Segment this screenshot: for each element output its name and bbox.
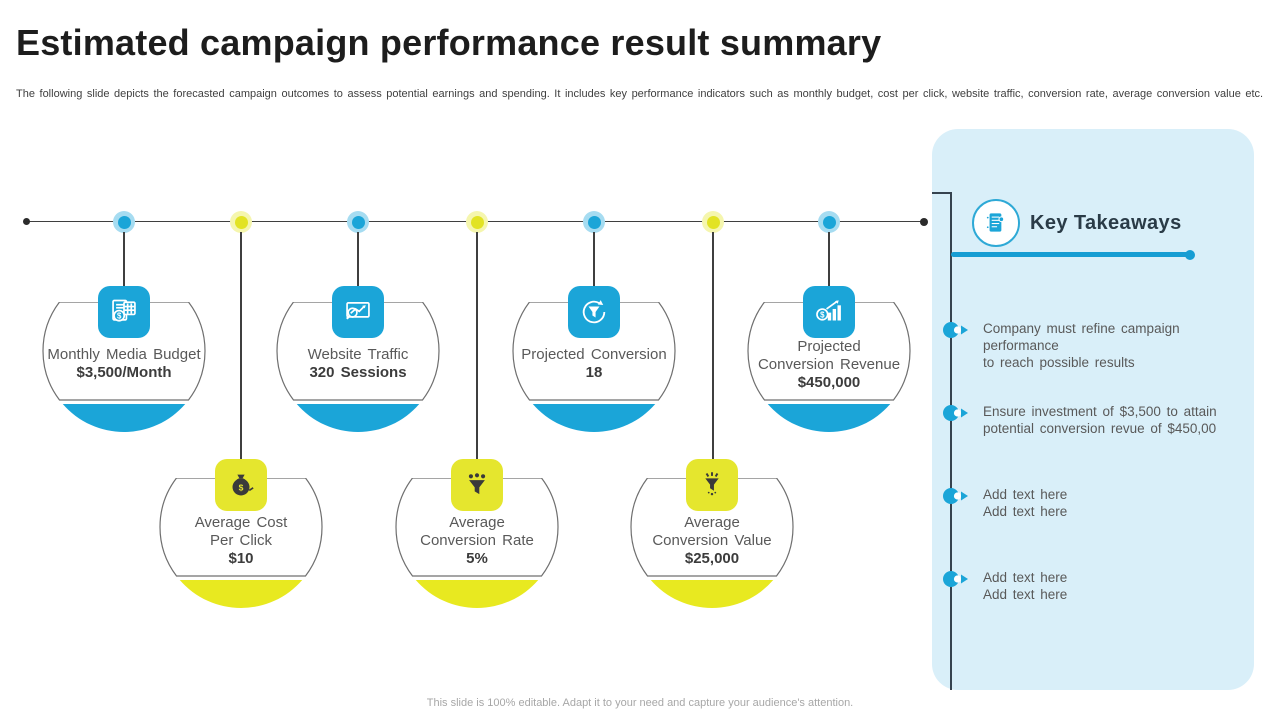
connector-line: [123, 232, 125, 287]
value-funnel-icon: [686, 459, 738, 511]
node-circle-shape: [395, 478, 559, 608]
node-circle-shape: [276, 302, 440, 432]
svg-text:$: $: [239, 483, 244, 493]
marker-core: [470, 215, 484, 229]
takeaway-bullet-4[interactable]: Add text here Add text here: [983, 569, 1258, 603]
marker-core: [234, 215, 248, 229]
kpi-text: Average Cost Per Click $10: [156, 514, 326, 568]
svg-text:$: $: [820, 310, 825, 319]
connector-line: [828, 232, 830, 287]
timeline-end-dot: [920, 217, 928, 226]
bullet-arrow-icon: [943, 322, 968, 338]
svg-text:$: $: [117, 312, 122, 321]
kpi-node-website-traffic: Website Traffic 320 Sessions: [273, 286, 443, 436]
bullet-line[interactable]: Add text here: [983, 570, 1068, 585]
bullet-line: Ensure investment of $3,500 to attain: [983, 404, 1217, 419]
kpi-value: $3,500/Month: [76, 364, 172, 381]
node-circle-shape: [630, 478, 794, 608]
kpi-text: Average Conversion Rate 5%: [392, 514, 562, 568]
bullet-line[interactable]: Add text here: [983, 587, 1068, 602]
timeline-marker-6: [702, 211, 724, 233]
heading-underline-dot: [1185, 249, 1195, 260]
kpi-node-average-conversion-rate: Average Conversion Rate 5%: [392, 459, 562, 611]
timeline-start-dot: [23, 218, 30, 225]
kpi-node-projected-conversion: Projected Conversion 18: [509, 286, 679, 436]
invoice-calculator-icon: $: [98, 286, 150, 338]
revenue-chart-icon: $: [803, 286, 855, 338]
kpi-label: Monthly Media Budget: [47, 346, 201, 363]
takeaway-bullet-2: Ensure investment of $3,500 to attain po…: [983, 403, 1258, 437]
traffic-analysis-icon: [332, 286, 384, 338]
kpi-value: 5%: [466, 550, 488, 567]
node-circle-shape: [159, 478, 323, 608]
bullet-line: Company must refine campaign performance: [983, 321, 1180, 353]
connector-line: [240, 232, 242, 460]
kpi-node-average-conversion-value: Average Conversion Value $25,000: [627, 459, 797, 611]
kpi-text: Projected Conversion Revenue $450,000: [744, 338, 914, 392]
node-circle-shape: [512, 302, 676, 432]
kpi-text: Website Traffic 320 Sessions: [273, 346, 443, 382]
bullet-line: potential conversion revue of $450,00: [983, 421, 1217, 436]
money-bag-icon: $: [215, 459, 267, 511]
kpi-value: $25,000: [684, 550, 740, 567]
takeaway-bullet-3[interactable]: Add text here Add text here: [983, 486, 1258, 520]
kpi-value: 18: [585, 364, 603, 381]
kpi-label: Per Click: [209, 532, 272, 549]
conversion-funnel-icon: [568, 286, 620, 338]
page-title: Estimated campaign performance result su…: [16, 22, 882, 63]
leads-funnel-icon: [451, 459, 503, 511]
kpi-value: $450,000: [797, 374, 861, 391]
footer-note: This slide is 100% editable. Adapt it to…: [426, 697, 854, 709]
key-takeaways-heading: Key Takeaways: [1030, 212, 1182, 234]
connector-line: [712, 232, 714, 460]
marker-core: [706, 215, 720, 229]
connector-line: [357, 232, 359, 287]
kpi-label: Average: [449, 514, 505, 531]
connector-line: [476, 232, 478, 460]
kpi-label: Average: [684, 514, 740, 531]
kpi-value: $10: [228, 550, 254, 567]
timeline-marker-3: [347, 211, 369, 233]
kpi-node-average-cost-per-click: $ Average Cost Per Click $10: [156, 459, 326, 611]
bullet-arrow-icon: [943, 571, 968, 587]
bullet-arrow-icon: [943, 488, 968, 504]
kpi-label: Projected Conversion: [521, 346, 667, 363]
timeline-marker-5: [583, 211, 605, 233]
kpi-text: Monthly Media Budget $3,500/Month: [39, 346, 209, 382]
node-circle-shape: [42, 302, 206, 432]
marker-core: [117, 215, 131, 229]
marker-core: [587, 215, 601, 229]
kpi-node-monthly-media-budget: $ Monthly Media Budget $3,500/Month: [39, 286, 209, 436]
kpi-label: Projected: [797, 338, 861, 355]
bullet-line[interactable]: Add text here: [983, 487, 1068, 502]
timeline-marker-2: [230, 211, 252, 233]
kpi-label: Conversion Value: [652, 532, 772, 549]
slide-subtitle: The following slide depicts the forecast…: [16, 88, 1264, 100]
takeaway-bullet-1: Company must refine campaign performance…: [983, 320, 1258, 371]
kpi-node-projected-conversion-revenue: $ Projected Conversion Revenue $450,000: [744, 286, 914, 436]
bullet-line[interactable]: Add text here: [983, 504, 1068, 519]
marker-core: [351, 215, 365, 229]
kpi-label: Average Cost: [194, 514, 288, 531]
heading-underline: [951, 252, 1189, 257]
kpi-value: 320 Sessions: [309, 364, 407, 381]
bullet-line: to reach possible results: [983, 355, 1135, 370]
kpi-label: Conversion Revenue: [757, 356, 901, 373]
connector-line: [593, 232, 595, 287]
timeline-marker-7: [818, 211, 840, 233]
marker-core: [822, 215, 836, 229]
timeline-marker-4: [466, 211, 488, 233]
kpi-text: Projected Conversion 18: [509, 346, 679, 382]
bullet-arrow-icon: [943, 405, 968, 421]
panel-vertical-line: [950, 192, 952, 690]
kpi-label: Website Traffic: [307, 346, 409, 363]
notepad-icon: [972, 199, 1020, 247]
timeline-marker-1: [113, 211, 135, 233]
kpi-label: Conversion Rate: [420, 532, 534, 549]
panel-connector-elbow: [932, 192, 952, 194]
node-circle-shape: [747, 302, 911, 432]
kpi-text: Average Conversion Value $25,000: [627, 514, 797, 568]
